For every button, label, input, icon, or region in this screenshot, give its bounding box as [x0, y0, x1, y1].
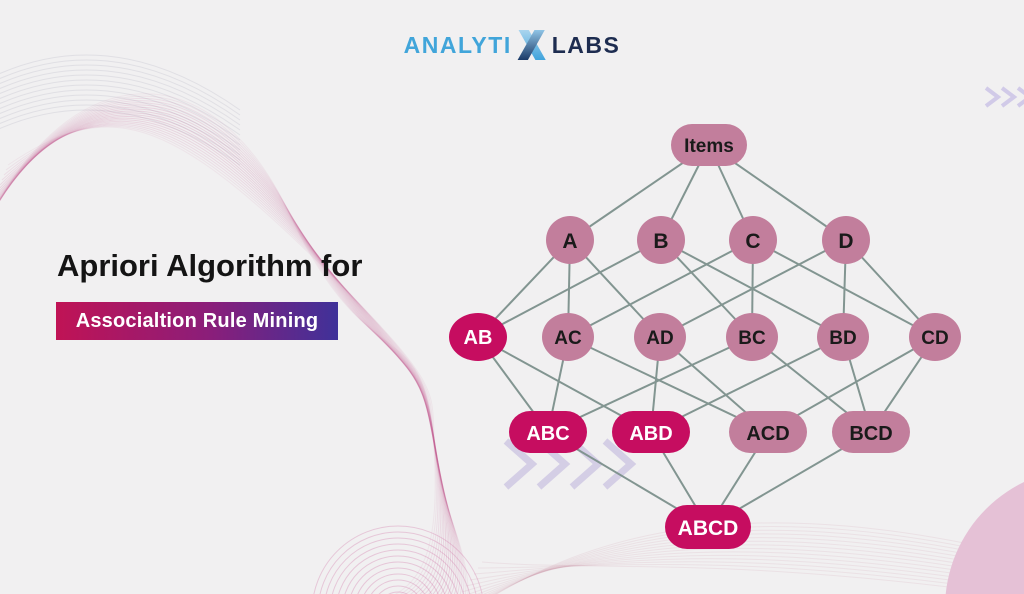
wave-fan-bottom	[481, 561, 1008, 594]
node-BCD: BCD	[832, 411, 910, 453]
concentric-circles-decoration	[388, 591, 408, 594]
arc-lines-topleft	[0, 89, 241, 146]
concentric-circles-decoration	[363, 573, 433, 594]
arc-lines-topleft	[0, 99, 241, 156]
wave-ribbon-left	[0, 102, 442, 594]
svg-text:D: D	[838, 230, 853, 253]
arc-lines-topleft	[0, 54, 241, 111]
arc-lines-topleft	[0, 109, 241, 166]
wave-fan-bottom	[469, 558, 1024, 588]
arc-lines-topleft	[0, 59, 241, 116]
svg-text:B: B	[653, 230, 668, 253]
chevrons-right-icon	[503, 438, 538, 490]
svg-text:ACD: ACD	[746, 423, 789, 445]
arc-lines-topleft	[0, 79, 241, 136]
wave-ribbon-left	[0, 110, 448, 594]
wave-ribbon-left	[0, 95, 437, 594]
arc-lines-topleft	[0, 104, 241, 161]
node-AC: AC	[542, 313, 594, 361]
wave-ribbon-left	[0, 100, 440, 594]
svg-text:AC: AC	[554, 328, 582, 349]
analytixlabs-logo: ANALYTI LABS	[404, 30, 621, 60]
wave-ribbon-left	[3, 124, 465, 594]
concentric-circles-decoration	[350, 561, 446, 594]
wave-ribbon-left	[0, 108, 447, 594]
svg-text:BC: BC	[738, 328, 766, 349]
chevrons-right-icon	[602, 438, 637, 490]
wave-fan-bottom	[465, 554, 1024, 587]
subtitle-text: Associaltion Rule Mining	[75, 309, 319, 332]
wave-ribbon-left	[0, 117, 455, 594]
logo-text-labs: LABS	[551, 31, 621, 58]
svg-text:ABC: ABC	[526, 423, 569, 445]
logo-x-icon	[517, 30, 546, 60]
svg-text:Items: Items	[684, 136, 734, 157]
wave-ribbon-left	[0, 106, 445, 594]
arc-lines-topleft	[0, 94, 241, 151]
svg-text:ABCD: ABCD	[678, 517, 739, 540]
arc-lines-topleft	[0, 74, 241, 131]
node-A: A	[546, 216, 594, 264]
svg-text:CD: CD	[921, 328, 948, 349]
wave-ribbon-left	[0, 119, 457, 594]
node-items: Items	[671, 124, 747, 166]
node-ACD: ACD	[729, 411, 807, 453]
chevrons-right-icon	[569, 438, 604, 490]
logo-text-analyti: ANALYTI	[403, 31, 512, 58]
concentric-circles-decoration	[313, 525, 483, 594]
page-title: Apriori Algorithm for	[57, 248, 363, 283]
concentric-circles-decoration	[325, 537, 471, 594]
node-ABCD-highlighted: ABCD	[665, 505, 751, 549]
wave-ribbon-left	[0, 122, 461, 594]
svg-text:AD: AD	[646, 328, 673, 349]
node-BD: BD	[817, 313, 869, 361]
wave-fan-bottom	[467, 547, 1024, 594]
chevrons-right-small-icon	[984, 86, 1002, 108]
node-ABD-highlighted: ABD	[612, 411, 690, 453]
wave-ribbon-left	[5, 125, 467, 594]
wave-ribbon-left	[0, 120, 459, 594]
node-AD: AD	[634, 313, 686, 361]
node-D: D	[822, 216, 870, 264]
node-ABC-highlighted: ABC	[509, 411, 587, 453]
wave-ribbon-left	[0, 116, 453, 594]
corner-blob-shape	[945, 482, 1024, 594]
wave-ribbon-left	[0, 93, 436, 594]
svg-text:ABD: ABD	[629, 423, 672, 445]
arc-lines-topleft	[0, 64, 241, 121]
arc-lines-topleft	[0, 69, 241, 126]
wave-fan-bottom	[473, 561, 1024, 592]
wave-ribbon-left	[7, 126, 469, 594]
svg-text:BD: BD	[829, 328, 856, 349]
concentric-circles-decoration	[378, 585, 418, 594]
wave-ribbon-left	[0, 112, 450, 594]
concentric-circles-decoration	[338, 549, 458, 594]
wave-fan-bottom	[461, 551, 1024, 593]
wave-fan-bottom	[477, 564, 1024, 594]
concentric-circles-decoration	[319, 531, 477, 594]
wave-ribbon-left	[0, 104, 443, 594]
svg-text:C: C	[745, 230, 760, 253]
svg-text:A: A	[562, 230, 577, 253]
arc-lines-topleft	[0, 84, 241, 141]
concentric-circles-decoration	[370, 579, 426, 594]
chevrons-right-small-icon	[1000, 86, 1018, 108]
wave-ribbon-left	[0, 97, 439, 594]
subtitle-banner: Associaltion Rule Mining	[56, 302, 338, 340]
svg-text:AB: AB	[464, 327, 493, 349]
chevrons-right-small-icon	[1016, 86, 1024, 108]
concentric-circles-decoration	[357, 567, 439, 594]
svg-text:BCD: BCD	[849, 423, 892, 445]
wave-ribbon-left	[1, 123, 463, 594]
node-C: C	[729, 216, 777, 264]
node-B: B	[637, 216, 685, 264]
node-BC: BC	[726, 313, 778, 361]
wave-ribbon-left	[0, 114, 452, 594]
node-CD: CD	[909, 313, 961, 361]
node-AB-highlighted: AB	[449, 313, 507, 361]
concentric-circles-decoration	[344, 555, 452, 594]
concentric-circles-decoration	[331, 543, 465, 594]
